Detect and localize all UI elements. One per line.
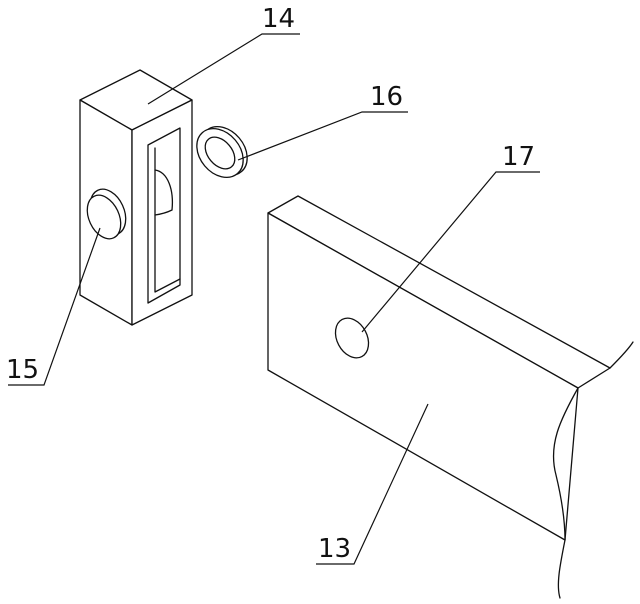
callout-16: 16 [370, 82, 403, 112]
callout-labels: 14 15 16 17 13 [6, 4, 535, 564]
plate-front-face [267, 212, 579, 541]
part-14-frame-block [79, 69, 193, 326]
leader-16 [237, 111, 408, 161]
block-inner-shaft [154, 169, 174, 216]
plate-break-line-bottom [557, 539, 566, 599]
callout-15: 15 [6, 355, 39, 385]
plate-hole [334, 317, 370, 359]
block-knob-front [86, 194, 122, 240]
callout-13: 13 [318, 534, 351, 564]
plate-break-line-top [609, 341, 634, 369]
washer-inner [204, 136, 236, 170]
leader-15 [8, 227, 101, 386]
callout-leaders [8, 33, 540, 565]
plate-break-line [552, 387, 579, 541]
block-window-depth [154, 147, 181, 293]
block-window [147, 127, 181, 304]
part-16-washer [196, 125, 248, 179]
part-13-plate [267, 195, 634, 599]
leader-17 [361, 171, 540, 333]
callout-14: 14 [262, 4, 295, 34]
leader-13 [316, 403, 429, 565]
leader-14 [147, 33, 300, 105]
callout-17: 17 [502, 142, 535, 172]
